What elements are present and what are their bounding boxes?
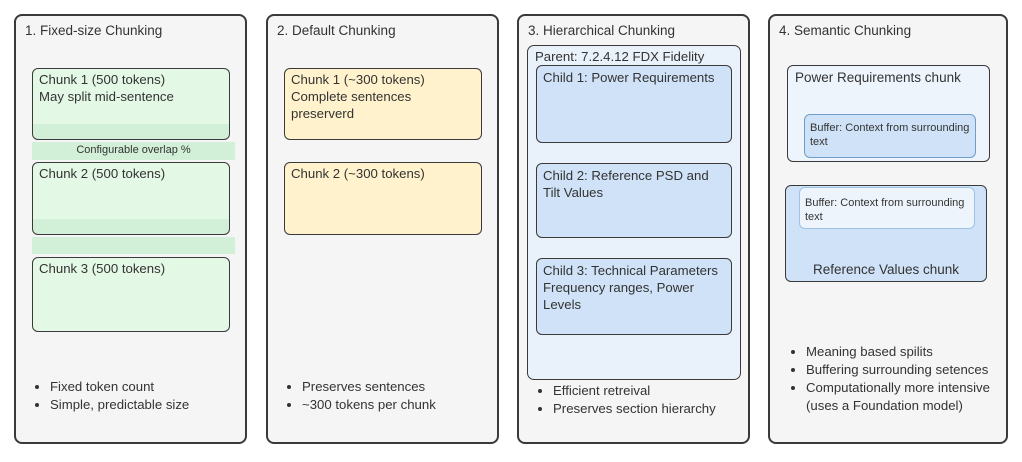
fixed-chunk-2-box: Chunk 2 (500 tokens) — [32, 162, 230, 235]
note-item: Efficient retreival — [553, 382, 742, 400]
note-item: Preserves sentences — [302, 378, 491, 396]
parent-chunk-box: Parent: 7.2.4.12 FDX Fidelity Child 1: P… — [527, 45, 741, 380]
reference-values-chunk-box: Buffer: Context from surrounding text Re… — [785, 185, 987, 282]
chunk-label-line: May split mid-sentence — [39, 88, 174, 104]
child-chunk-2-box: Child 2: Reference PSD and Tilt Values — [536, 163, 732, 238]
note-item: Computationally more intensive (uses a F… — [806, 379, 996, 415]
child-chunk-1-box: Child 1: Power Requirements — [536, 65, 732, 143]
panel-notes: Meaning based spilits Buffering surround… — [784, 343, 996, 415]
default-chunk-2-box: Chunk 2 (~300 tokens) — [284, 162, 482, 235]
panel-notes: Efficient retreival Preserves section hi… — [531, 382, 742, 418]
panel-title: 2. Default Chunking — [277, 23, 396, 38]
panel-default-chunking: 2. Default Chunking Chunk 1 (~300 tokens… — [266, 14, 499, 444]
buffer-context-box: Buffer: Context from surrounding text — [799, 187, 975, 229]
overlap-label: Configurable overlap % — [76, 144, 191, 156]
panel-title: 4. Semantic Chunking — [779, 23, 912, 38]
note-item: Buffering surrounding setences — [806, 361, 996, 379]
chunk-label-line: Chunk 2 (~300 tokens) — [291, 166, 425, 181]
chunk-label-line: Chunk 3 (500 tokens) — [39, 261, 166, 276]
chunk-label: Reference Values chunk — [812, 262, 960, 277]
chunk-label-line: Chunk 1 (~300 tokens) — [291, 72, 425, 87]
fixed-chunk-3-box: Chunk 3 (500 tokens) — [32, 257, 230, 332]
power-requirements-chunk-box: Power Requirements chunk Buffer: Context… — [787, 65, 990, 162]
note-item: Meaning based spilits — [806, 343, 996, 361]
buffer-context-box: Buffer: Context from surrounding text — [804, 114, 976, 158]
overlap-band-labeled: Configurable overlap % — [32, 142, 235, 160]
panel-title: 3. Hierarchical Chunking — [528, 23, 676, 38]
chunk-label: Power Requirements chunk — [795, 70, 961, 85]
note-item: ~300 tokens per chunk — [302, 396, 491, 414]
chunk-label-line: preserverd — [291, 105, 355, 121]
panel-notes: Preserves sentences ~300 tokens per chun… — [280, 378, 491, 414]
child-chunk-3-box: Child 3: Technical Parameters Frequency … — [536, 258, 732, 335]
panel-hierarchical-chunking: 3. Hierarchical Chunking Parent: 7.2.4.1… — [517, 14, 750, 444]
panel-notes: Fixed token count Simple, predictable si… — [28, 378, 239, 414]
panel-fixed-size-chunking: 1. Fixed-size Chunking Chunk 1 (500 toke… — [14, 14, 247, 444]
chunk-label-line: Chunk 2 (500 tokens) — [39, 166, 166, 181]
note-item: Simple, predictable size — [50, 396, 239, 414]
overlap-band — [32, 237, 235, 254]
panel-semantic-chunking: 4. Semantic Chunking Power Requirements … — [768, 14, 1008, 444]
note-item: Preserves section hierarchy — [553, 400, 742, 418]
default-chunk-1-box: Chunk 1 (~300 tokens) Complete sentences… — [284, 68, 482, 140]
fixed-chunk-1-box: Chunk 1 (500 tokens) May split mid-sente… — [32, 68, 230, 140]
chunk-label-line: Complete sentences — [291, 88, 412, 104]
panel-title: 1. Fixed-size Chunking — [25, 23, 163, 38]
chunk-label-line: Chunk 1 (500 tokens) — [39, 72, 166, 87]
note-item: Fixed token count — [50, 378, 239, 396]
parent-label: Parent: 7.2.4.12 FDX Fidelity — [535, 49, 705, 64]
